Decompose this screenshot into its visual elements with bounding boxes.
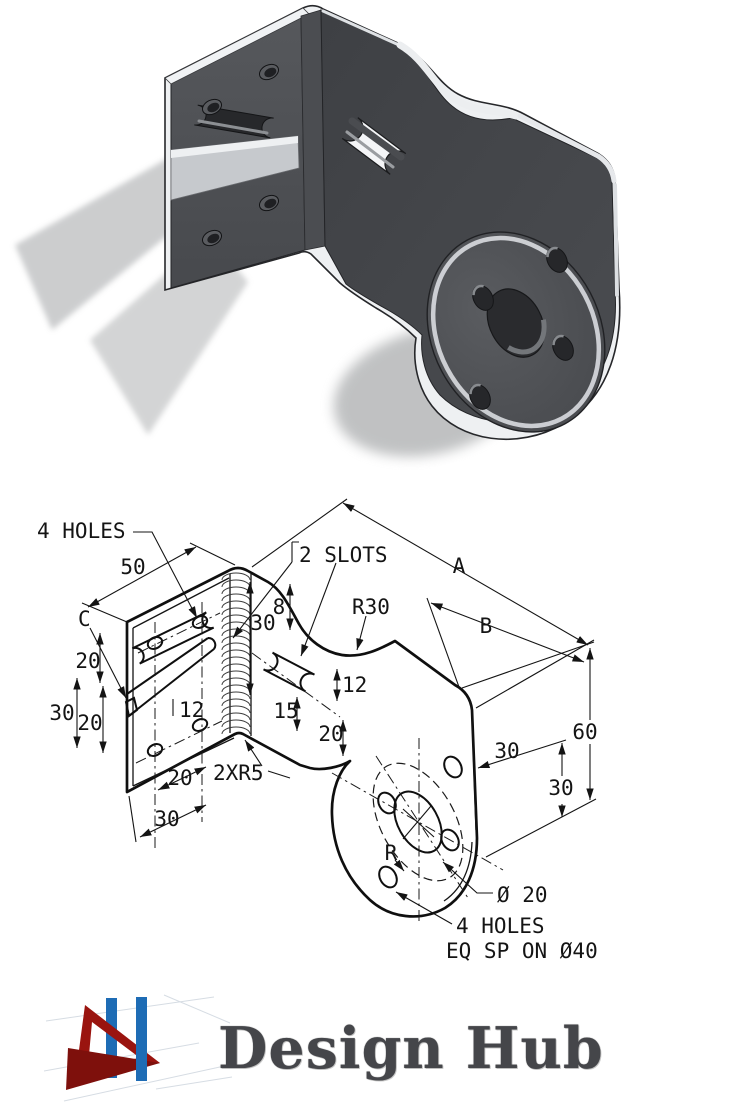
web-slot <box>341 117 407 175</box>
bracket-3d-render <box>15 4 621 457</box>
flange <box>426 231 606 433</box>
dim-r30: R30 <box>352 595 390 619</box>
dim-30-right: 30 <box>548 776 573 800</box>
dim-60: 60 <box>572 720 597 744</box>
dim-30-left: 30 <box>49 701 74 725</box>
dim-20-center: 20 <box>318 722 343 746</box>
bracket-2d-drawing: 4 HOLES 50 C 20 30 20 12 20 30 2XR5 2 SL… <box>37 498 598 963</box>
logo-bar-right <box>136 997 147 1081</box>
dim-b: B <box>480 614 493 638</box>
dim-50: 50 <box>120 555 145 579</box>
datum-c: C <box>78 607 91 631</box>
chamfer-highlights <box>321 9 619 297</box>
dim-20-upper-left: 20 <box>75 649 100 673</box>
note-fillet: 2XR5 <box>213 761 264 785</box>
note-eq-sp: EQ SP ON Ø40 <box>446 939 598 963</box>
part-features <box>124 611 464 889</box>
bend-texture <box>221 572 251 735</box>
logo-bar-left <box>106 998 117 1078</box>
dim-dia-20: Ø 20 <box>497 883 548 907</box>
leader-lines <box>89 531 493 925</box>
dim-30-bottom: 30 <box>154 807 179 831</box>
note-2-slots: 2 SLOTS <box>299 543 388 567</box>
plate-holes <box>202 63 279 247</box>
brand-name: Design Hub <box>218 1015 604 1082</box>
note-4-holes-bottom: 4 HOLES <box>456 914 545 938</box>
dim-r: R <box>385 841 398 865</box>
design-hub-logo-icon <box>44 994 233 1102</box>
dim-a: A <box>453 554 466 578</box>
dimension-labels: 4 HOLES 50 C 20 30 20 12 20 30 2XR5 2 SL… <box>37 519 598 963</box>
brand-footer: Design Hub <box>0 985 736 1107</box>
dim-12-left: 12 <box>179 698 204 722</box>
dim-15: 15 <box>273 699 298 723</box>
dim-12-slot: 12 <box>342 673 367 697</box>
dim-30-flange: 30 <box>494 739 519 763</box>
dim-8: 8 <box>273 595 286 619</box>
flange-holes <box>469 246 574 410</box>
note-4-holes-top: 4 HOLES <box>37 519 126 543</box>
center-bore <box>486 288 547 358</box>
dimension-lines <box>73 498 597 858</box>
logo-red-wedge <box>66 1048 160 1090</box>
prong-gap <box>170 135 300 201</box>
dim-20-lower-left: 20 <box>77 711 102 735</box>
dim-20-bottom: 20 <box>167 766 192 790</box>
dim-30-center: 30 <box>250 611 275 635</box>
